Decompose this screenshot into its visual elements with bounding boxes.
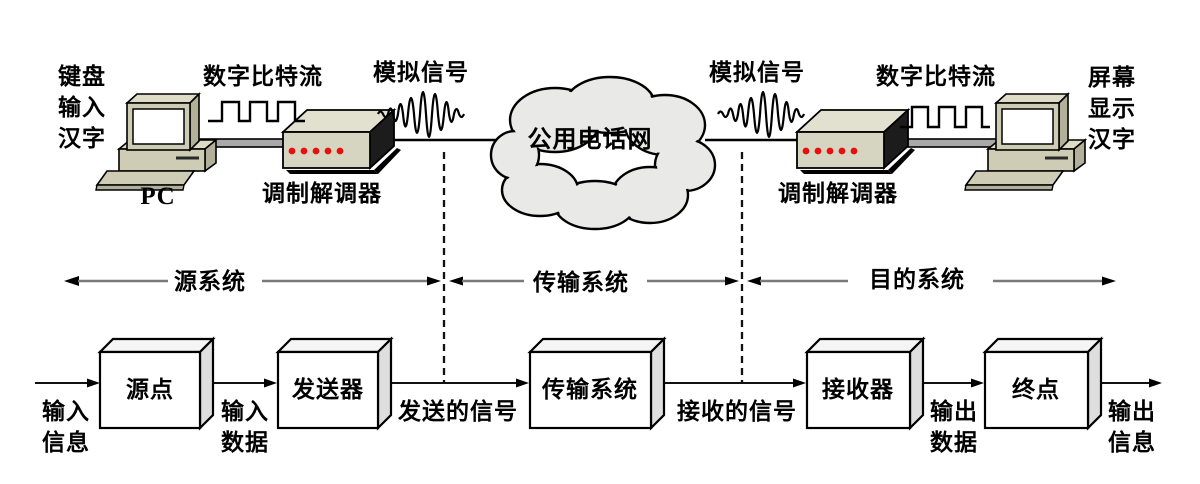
band-label-destination-system: 目的系统: [869, 267, 965, 292]
box-label-transmission-system: 传输系统: [542, 377, 638, 402]
pc-label: PC: [140, 183, 176, 210]
square-wave-icon-right: [900, 105, 990, 129]
modem-icon-right: [796, 109, 916, 175]
edge-label-sent-signal: 发送的信号: [398, 399, 518, 424]
pc-icon-left: [94, 92, 218, 192]
analog-signal-label-left: 模拟信号: [373, 60, 469, 85]
edge-label-output-information: 输出 信息: [1108, 399, 1156, 455]
band-label-transmission-system: 传输系统: [533, 270, 629, 295]
digital-bitstream-label-left: 数字比特流: [203, 64, 323, 89]
edge-label-input-data: 输入 数据: [221, 399, 269, 455]
digital-bitstream-label-right: 数字比特流: [876, 64, 996, 89]
modem-label-right: 调制解调器: [778, 181, 898, 206]
box-label-transmitter: 发送器: [292, 377, 364, 402]
modem-icon-left: [282, 109, 402, 175]
edge-label-output-data: 输出 数据: [930, 399, 978, 455]
edge-label-received-signal: 接收的信号: [677, 399, 797, 424]
box-label-receiver: 接收器: [822, 377, 894, 402]
analog-signal-label-right: 模拟信号: [709, 60, 805, 85]
screen-display-label: 屏幕 显示 汉字: [1088, 65, 1136, 152]
flow-arrows: [35, 378, 1162, 388]
edge-label-input-information: 输入 信息: [42, 399, 90, 455]
cloud-shape-fill: [493, 79, 713, 227]
square-wave-icon-left: [208, 100, 305, 123]
box-label-source-point: 源点: [126, 377, 174, 402]
box-label-end-point: 终点: [1012, 377, 1060, 402]
sine-wave-icon-right: [716, 90, 806, 139]
band-label-source-system: 源系统: [174, 269, 246, 294]
flow-boxes: [97, 336, 1104, 431]
span-arrows: [64, 276, 1116, 286]
keyboard-input-label: 键盘 输入 汉字: [58, 64, 106, 151]
modem-label-left: 调制解调器: [262, 181, 382, 206]
cloud-label: 公用电话网: [527, 127, 653, 153]
